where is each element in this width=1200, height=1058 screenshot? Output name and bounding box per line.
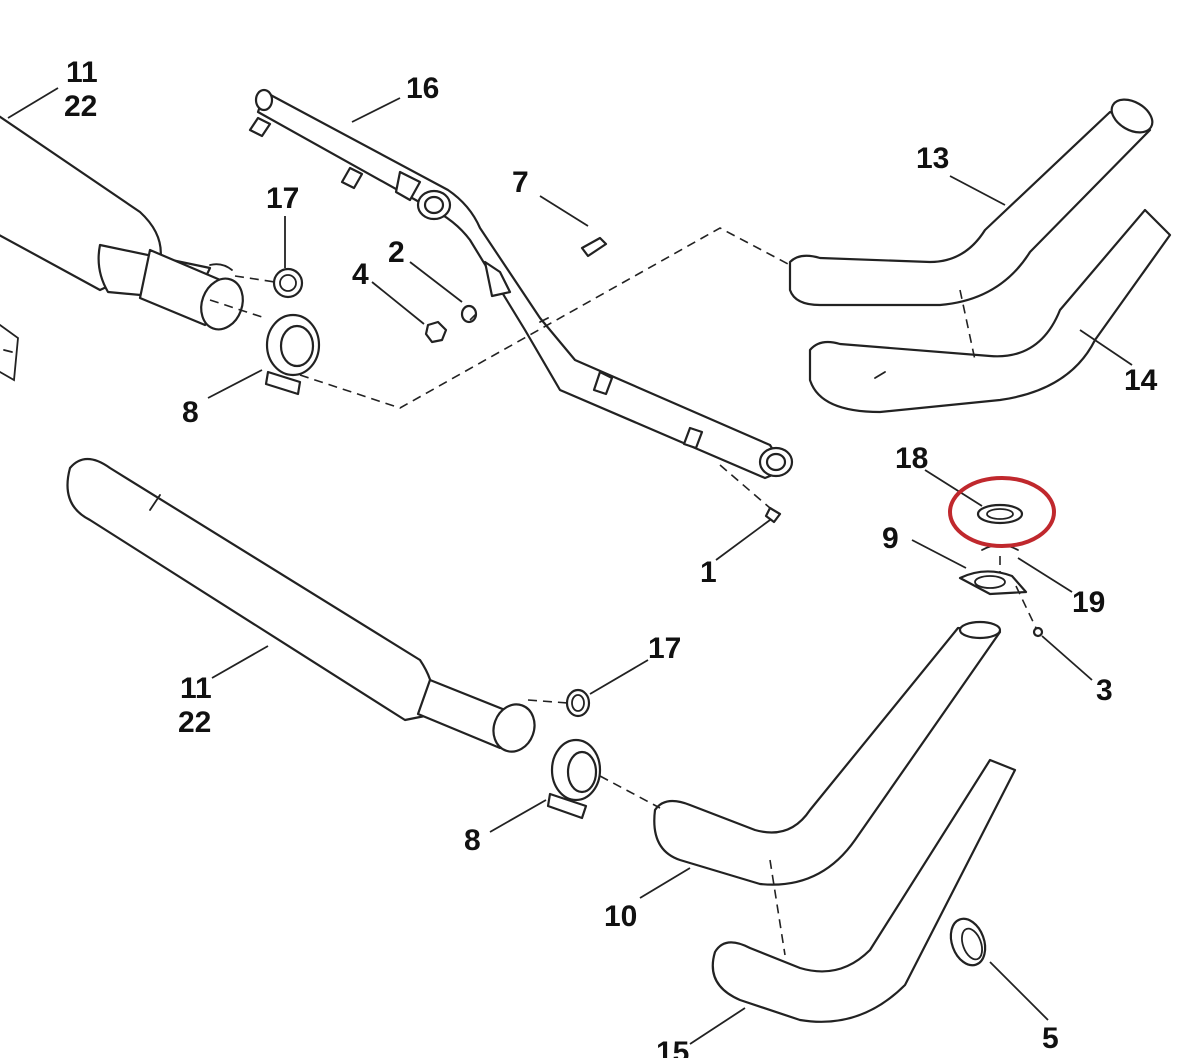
partial-part-left: [0, 324, 19, 382]
gasket-18: [976, 503, 1024, 525]
lockwasher-2: [460, 304, 478, 324]
callout-17-lower: 17: [648, 632, 681, 665]
head-pipe-15: [711, 758, 1017, 1023]
callout-22-bottom: 22: [178, 706, 211, 739]
assembly-lines: [209, 227, 1037, 956]
ring-17-lower: [565, 688, 591, 718]
ring-17-upper: [272, 267, 304, 299]
head-pipe-13: [788, 98, 1154, 307]
callout-22-top: 22: [64, 90, 97, 123]
callout-14: 14: [1124, 364, 1158, 397]
muffler-upper: [0, 115, 244, 331]
flange-9: [958, 570, 1028, 596]
nut-4: [424, 320, 448, 344]
callout-11-bottom: 11: [180, 672, 212, 705]
callout-16: 16: [406, 72, 439, 105]
callout-8-lower: 8: [464, 824, 481, 857]
mount-bracket-16: [248, 88, 794, 480]
callout-13: 13: [916, 142, 949, 175]
callout-10: 10: [604, 900, 637, 933]
callout-3: 3: [1096, 674, 1113, 707]
callout-11-top: 11: [66, 56, 98, 89]
head-pipe-10: [653, 620, 1002, 886]
callout-19: 19: [1072, 586, 1105, 619]
callout-9: 9: [882, 522, 899, 555]
callout-18: 18: [895, 442, 928, 475]
nut-3: [1032, 626, 1044, 638]
callout-5: 5: [1042, 1022, 1059, 1055]
callout-7: 7: [512, 166, 529, 199]
clamp-8-lower: [546, 738, 602, 820]
callout-2: 2: [388, 236, 405, 269]
screw-7: [580, 236, 608, 258]
clamp-5: [949, 917, 987, 967]
muffler-lower: [66, 457, 536, 753]
bolt-1: [764, 506, 782, 524]
callout-17-upper: 17: [266, 182, 299, 215]
clamp-8-upper: [264, 313, 321, 396]
leader-lines: [7, 87, 1133, 1045]
callout-15: 15: [656, 1036, 689, 1058]
callout-4: 4: [352, 258, 369, 291]
callout-8-upper: 8: [182, 396, 199, 429]
highlight-circle: [948, 476, 1056, 548]
callout-1: 1: [700, 556, 717, 589]
